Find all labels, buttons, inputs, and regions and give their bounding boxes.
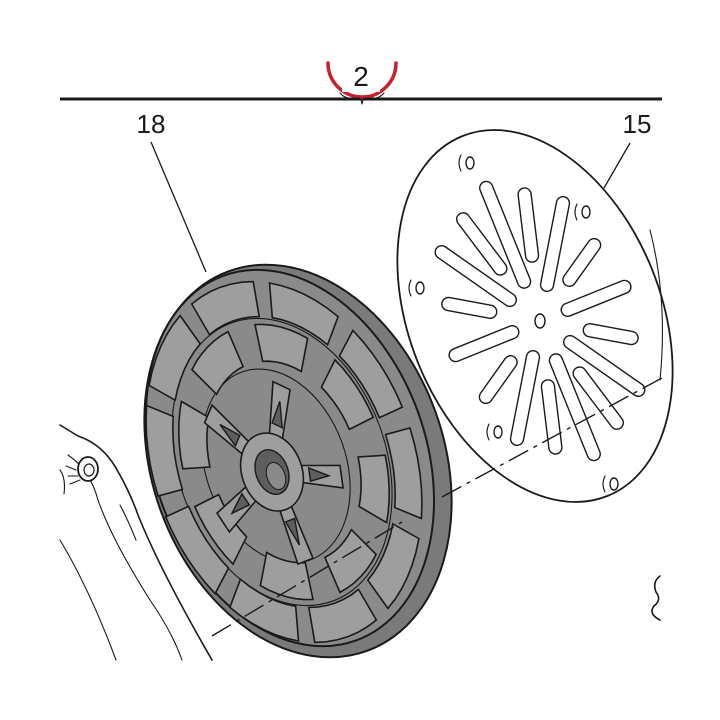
grip-pad-inner-ring bbox=[171, 317, 393, 607]
grip-pad-inner-lug bbox=[323, 528, 378, 594]
plate-slot bbox=[548, 353, 601, 462]
grip-pad-spoke-recess bbox=[271, 401, 284, 429]
grip-pad-part bbox=[143, 263, 453, 659]
arm-housing-outline bbox=[59, 424, 213, 661]
section-bracket bbox=[326, 61, 398, 99]
arm-housing-rib bbox=[119, 504, 137, 541]
grip-pad-outer-lug bbox=[384, 427, 423, 520]
plate-slot bbox=[562, 237, 602, 287]
assembly-axis-rear bbox=[441, 377, 663, 498]
callout-label-18: 18 bbox=[137, 109, 166, 139]
grip-pad-outer-lug bbox=[145, 404, 184, 497]
plate-mounting-hole bbox=[581, 205, 591, 219]
backing-plate-part bbox=[396, 129, 674, 503]
arm-pivot-pin bbox=[77, 456, 99, 482]
arm-pivot-pin-bore bbox=[83, 463, 95, 477]
grip-pad-outer-lug bbox=[164, 505, 230, 595]
arm-housing-flange bbox=[59, 469, 117, 661]
section-brace bbox=[339, 92, 385, 105]
plate-slot bbox=[572, 366, 625, 430]
grip-pad-outer-lug bbox=[268, 281, 340, 346]
plate-slot bbox=[479, 180, 532, 289]
plate-slots bbox=[434, 180, 646, 462]
plate-slot bbox=[434, 245, 517, 308]
grip-pad-spoke-recess bbox=[307, 466, 332, 483]
plate-slot bbox=[509, 349, 541, 446]
grip-pad-inner-lug bbox=[193, 493, 248, 566]
grip-pad-spoke-recess bbox=[284, 517, 301, 546]
plate-slot bbox=[582, 323, 639, 346]
plate-mounting-hole bbox=[415, 281, 425, 295]
plate-mounting-hole bbox=[493, 425, 503, 439]
grip-pad-inner-lug bbox=[190, 330, 245, 396]
grip-pad-outer-lug bbox=[366, 522, 420, 610]
grip-pad-outer-lug bbox=[148, 314, 202, 402]
grip-pad-outer-lug bbox=[307, 588, 378, 644]
callout-leader-18 bbox=[150, 141, 207, 273]
grip-pad-inner-lug bbox=[320, 358, 375, 431]
backing-plate-edge bbox=[649, 229, 664, 381]
grip-pad-lugs bbox=[145, 280, 423, 644]
plate-mounting-holes bbox=[408, 154, 619, 493]
grip-pad-spoke-recess bbox=[219, 423, 241, 448]
plate-slot bbox=[560, 279, 632, 317]
grip-pad-outer-lug bbox=[338, 329, 404, 419]
grip-pad-outer-lug bbox=[228, 578, 300, 643]
plate-slot bbox=[448, 325, 520, 363]
grip-pad-inner-lug bbox=[254, 323, 309, 373]
grip-pad-outer-lug bbox=[190, 280, 261, 336]
plate-slot bbox=[455, 212, 508, 276]
plate-hole-boss bbox=[486, 423, 490, 441]
callout-leader-15 bbox=[603, 142, 631, 189]
plate-hole-boss bbox=[458, 154, 462, 172]
arm-pivot-hatching bbox=[65, 465, 81, 485]
section-header: 2 bbox=[60, 60, 662, 105]
arm-housing bbox=[59, 424, 213, 661]
plate-slot bbox=[441, 296, 498, 319]
adjacent-part-edge bbox=[651, 575, 661, 621]
plate-hole-boss bbox=[574, 203, 578, 221]
plate-slot bbox=[563, 334, 646, 397]
grip-pad-inner-lug bbox=[357, 454, 391, 524]
grip-pad-bore-depth bbox=[265, 461, 287, 491]
plate-center-hole bbox=[534, 313, 546, 329]
section-number-backdrop bbox=[342, 60, 380, 92]
section-number: 2 bbox=[353, 61, 369, 92]
plate-mounting-hole bbox=[465, 156, 475, 170]
plate-hole-boss bbox=[408, 279, 412, 297]
grip-pad-spoke-recess bbox=[230, 492, 251, 515]
plate-slot bbox=[478, 355, 518, 405]
plate-slot bbox=[539, 196, 571, 293]
callout-label-15: 15 bbox=[623, 109, 652, 139]
plate-hole-boss bbox=[602, 475, 606, 493]
plate-slot bbox=[517, 187, 540, 263]
plate-mounting-hole bbox=[609, 477, 619, 491]
